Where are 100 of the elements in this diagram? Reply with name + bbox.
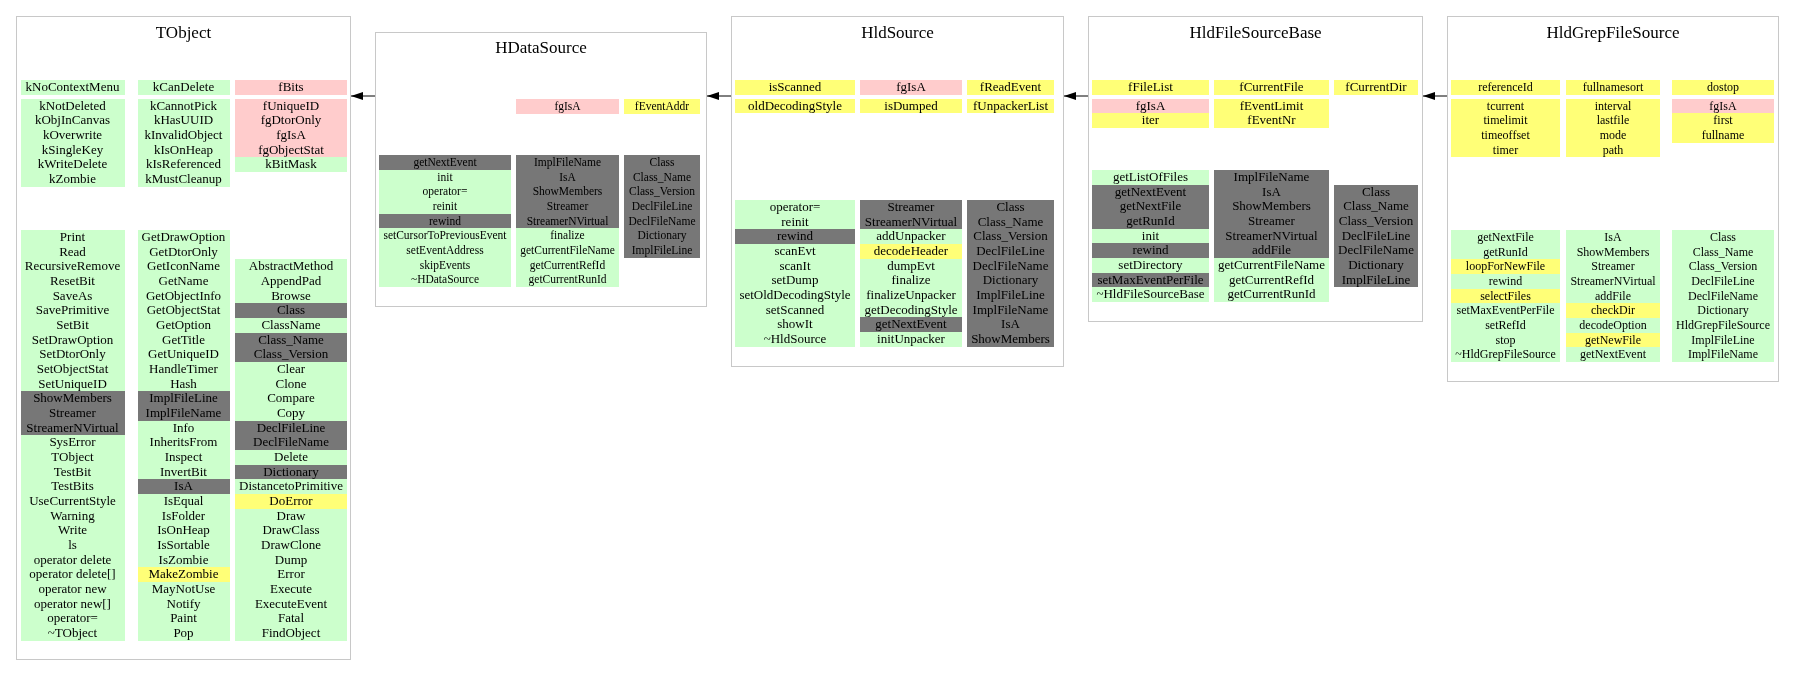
- method-cell: Class_Version: [1672, 259, 1774, 274]
- method-cell: ResetBit: [20, 274, 125, 289]
- method-cell: operator new: [20, 582, 125, 597]
- method-cell: Print: [20, 230, 125, 245]
- method-cell: Error: [235, 567, 347, 583]
- method-cell: operator delete[]: [20, 567, 125, 583]
- data-member-cell: fEventLimit: [1214, 98, 1329, 114]
- method-cell: Class: [967, 200, 1054, 215]
- data-member-cell: kZombie: [20, 172, 125, 187]
- method-cell: Streamer: [860, 200, 962, 215]
- data-member-cell: fgIsA: [235, 128, 347, 143]
- method-cell: AppendPad: [235, 274, 347, 289]
- method-cell: Class: [1334, 184, 1418, 200]
- data-member-cell: kMustCleanup: [137, 172, 230, 187]
- data-member-cell: fgIsA: [516, 99, 619, 114]
- method-cell: finalizeUnpacker: [860, 288, 962, 303]
- data-member-cell: isDumped: [860, 98, 962, 114]
- method-cell: Copy: [235, 406, 347, 421]
- method-cell: Pop: [137, 626, 230, 641]
- method-cell: ImplFileName: [137, 406, 230, 421]
- method-cell: Class_Name: [1334, 199, 1418, 214]
- inheritance-arrow: [350, 92, 376, 100]
- method-cell: Dictionary: [624, 228, 700, 243]
- method-cell: ~HldGrepFileSource: [1451, 347, 1560, 362]
- method-cell: DeclFileName: [235, 435, 347, 451]
- method-cell: setCursorToPreviousEvent: [379, 228, 511, 243]
- inheritance-arrow: [706, 92, 732, 100]
- method-cell: getNextFile: [1092, 199, 1209, 214]
- method-cell: Dictionary: [967, 273, 1054, 288]
- method-cell: IsA: [137, 479, 230, 495]
- method-cell: finalize: [860, 273, 962, 288]
- method-cell: IsA: [1566, 230, 1660, 245]
- data-member-cell: mode: [1566, 128, 1660, 143]
- data-member-cell: kIsReferenced: [137, 157, 230, 172]
- method-cell: finalize: [516, 228, 619, 243]
- data-member-cell: kNotDeleted: [20, 98, 125, 114]
- data-member-cell: fCurrentDir: [1334, 80, 1418, 95]
- data-member-cell: kInvalidObject: [137, 128, 230, 143]
- method-cell: setRefId: [1451, 318, 1560, 333]
- method-cell: Class_Version: [967, 229, 1054, 244]
- method-cell: Compare: [235, 391, 347, 406]
- inheritance-arrow: [1422, 92, 1448, 100]
- data-member-cell: fCurrentFile: [1214, 80, 1329, 95]
- data-member-cell: iter: [1092, 113, 1209, 128]
- method-cell: Paint: [137, 611, 230, 627]
- method-cell: Delete: [235, 450, 347, 465]
- method-cell: UseCurrentStyle: [20, 494, 125, 509]
- method-cell: Write: [20, 523, 125, 539]
- method-cell: rewind: [735, 229, 855, 244]
- method-cell: setMaxEventPerFile: [1451, 303, 1560, 318]
- method-cell: Execute: [235, 582, 347, 597]
- method-cell: GetDrawOption: [137, 230, 230, 245]
- data-member-cell: timelimit: [1451, 113, 1560, 128]
- method-cell: decodeOption: [1566, 318, 1660, 333]
- method-cell: ShowMembers: [967, 332, 1054, 347]
- method-cell: getCurrentFileName: [1214, 258, 1329, 273]
- method-cell: Class_Version: [624, 184, 700, 199]
- data-member-cell: kOverwrite: [20, 128, 125, 143]
- data-member-cell: fgDtorOnly: [235, 113, 347, 128]
- method-cell: ImplFileName: [1672, 347, 1774, 362]
- method-cell: addFile: [1214, 243, 1329, 258]
- data-member-cell: kNoContextMenu: [20, 80, 125, 95]
- method-cell: Class: [624, 155, 700, 170]
- method-cell: DeclFileLine: [967, 244, 1054, 259]
- method-cell: setEventAddress: [379, 243, 511, 258]
- method-cell: operator=: [735, 200, 855, 215]
- method-cell: DrawClone: [235, 538, 347, 553]
- method-cell: ImplFileName: [1214, 170, 1329, 185]
- method-cell: ShowMembers: [1214, 199, 1329, 214]
- method-cell: getNextEvent: [379, 155, 511, 170]
- method-cell: Inspect: [137, 450, 230, 465]
- data-member-cell: isScanned: [735, 80, 855, 95]
- method-cell: GetIconName: [137, 259, 230, 274]
- method-cell: IsSortable: [137, 538, 230, 553]
- method-cell: getCurrentRunId: [516, 272, 619, 287]
- method-cell: getCurrentRunId: [1214, 287, 1329, 302]
- method-cell: rewind: [1092, 243, 1209, 258]
- method-cell: ImplFileLine: [967, 288, 1054, 303]
- method-cell: ShowMembers: [516, 184, 619, 199]
- method-cell: setOldDecodingStyle: [735, 288, 855, 303]
- method-cell: addUnpacker: [860, 229, 962, 244]
- method-cell: Streamer: [1214, 214, 1329, 229]
- method-cell: setDump: [735, 273, 855, 288]
- method-cell: FindObject: [235, 626, 347, 641]
- method-cell: getNextEvent: [860, 317, 962, 332]
- method-cell: Class: [1672, 230, 1774, 245]
- method-cell: StreamerNVirtual: [1566, 274, 1660, 289]
- class-box: [375, 32, 707, 307]
- data-member-cell: referenceId: [1451, 80, 1560, 95]
- class-box: [16, 16, 351, 660]
- data-member-cell: fgIsA: [860, 80, 962, 95]
- method-cell: ~HDataSource: [379, 272, 511, 287]
- method-cell: ImplFileLine: [137, 391, 230, 406]
- method-cell: checkDir: [1566, 303, 1660, 318]
- method-cell: MayNotUse: [137, 582, 230, 597]
- method-cell: GetUniqueID: [137, 347, 230, 362]
- method-cell: TObject: [20, 450, 125, 465]
- data-member-cell: kHasUUID: [137, 113, 230, 128]
- method-cell: Dictionary: [1672, 303, 1774, 318]
- method-cell: ImplFileName: [516, 155, 619, 170]
